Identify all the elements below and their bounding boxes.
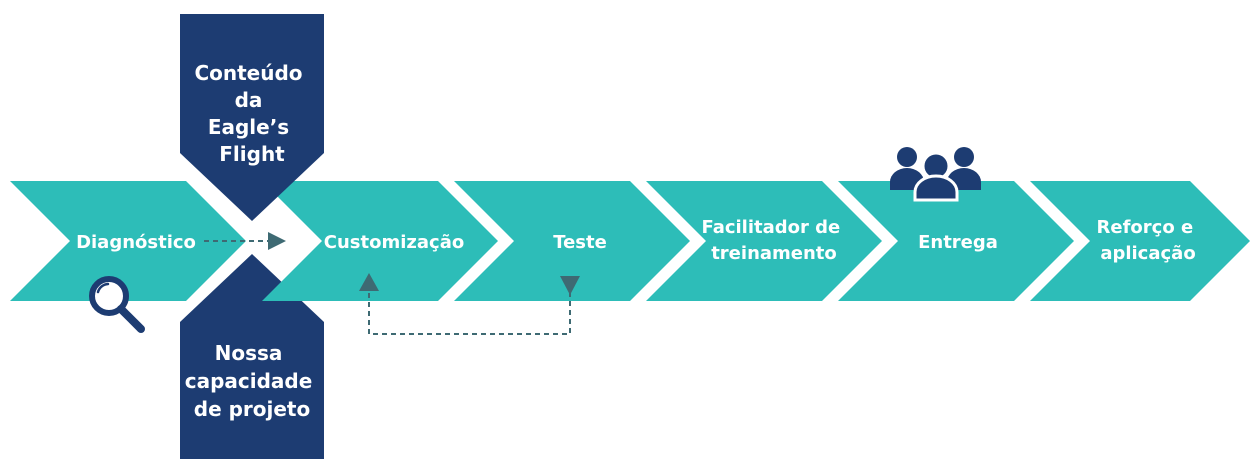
step-label-line: treinamento: [711, 243, 837, 264]
step-label-line: Facilitador de: [701, 217, 840, 238]
step-label-line: Diagnóstico: [76, 232, 196, 253]
step-chevron: [262, 181, 498, 301]
top-banner-line: Eagle’s: [208, 115, 289, 139]
step-teste: Teste: [454, 181, 690, 301]
step-chevron: [454, 181, 690, 301]
top-banner-line: da: [235, 88, 263, 112]
bottom-banner: Nossa capacidade de projeto: [180, 254, 324, 459]
step-label-line: aplicação: [1100, 243, 1195, 264]
step-label-line: Entrega: [918, 232, 998, 253]
connector-diagnostico-customizacao: [204, 232, 286, 250]
connector-teste-customizacao: [359, 273, 580, 335]
arrowhead-up-icon: [359, 273, 379, 291]
step-label: Entrega: [918, 232, 998, 253]
bottom-banner-shape: [180, 254, 324, 459]
top-banner-text: Conteúdo da Eagle’s Flight: [194, 61, 309, 166]
step-facilitador: Facilitador de treinamento: [646, 181, 882, 301]
step-label-line: Customização: [324, 232, 464, 253]
arrowhead-down-icon: [560, 276, 580, 295]
step-label-line: Reforço e: [1097, 217, 1194, 238]
step-customizacao: Customização: [262, 181, 498, 301]
people-group-icon: [890, 147, 981, 202]
bottom-banner-line: de projeto: [194, 397, 310, 421]
top-banner: Conteúdo da Eagle’s Flight: [180, 14, 324, 221]
bottom-banner-line: Nossa: [215, 341, 283, 365]
step-entrega: Entrega: [838, 181, 1074, 301]
top-banner-line: Flight: [219, 142, 285, 166]
bottom-banner-line: capacidade: [185, 369, 313, 393]
bottom-banner-text: Nossa capacidade de projeto: [185, 341, 320, 421]
dashed-loop-line: [368, 291, 571, 335]
step-label: Facilitador de treinamento: [701, 217, 846, 264]
step-chevron: [10, 181, 246, 301]
magnifier-icon: [89, 276, 145, 333]
step-chevron: [838, 181, 1074, 301]
step-chevron: [1030, 181, 1250, 301]
step-reforco: Reforço e aplicação: [1030, 181, 1250, 301]
arrowhead-right-icon: [268, 232, 286, 250]
top-banner-line: Conteúdo: [194, 61, 302, 85]
step-label-line: Teste: [553, 232, 607, 253]
process-steps: Diagnóstico Customização Teste Facilitad…: [10, 181, 1250, 301]
step-diagnostico: Diagnóstico: [10, 181, 246, 301]
step-chevron: [646, 181, 882, 301]
top-banner-shape: [180, 14, 324, 221]
step-label: Customização: [324, 232, 464, 253]
step-label: Reforço e aplicação: [1097, 217, 1200, 264]
step-label: Diagnóstico: [76, 232, 196, 253]
step-label: Teste: [553, 232, 607, 253]
